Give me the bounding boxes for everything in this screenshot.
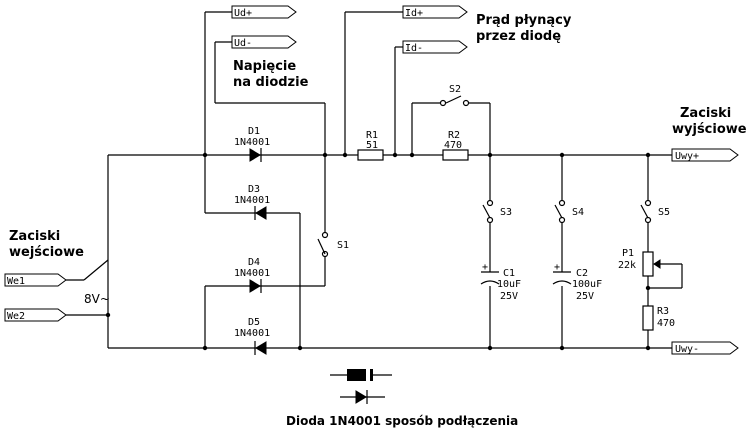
- diode-d5: D5 1N4001: [234, 317, 270, 355]
- c1-value: 10uF: [497, 279, 521, 290]
- s2-label: S2: [449, 84, 461, 95]
- c2-voltage: 25V: [576, 291, 594, 302]
- junction-dots: [105, 152, 651, 351]
- port-id-minus: Id-: [402, 40, 468, 54]
- port-id-plus: Id+: [402, 5, 468, 19]
- port-uwy-minus: Uwy-: [671, 341, 739, 355]
- diode-d3: D3 1N4001: [234, 184, 270, 220]
- s4-label: S4: [572, 207, 584, 218]
- r3-value: 470: [657, 318, 675, 329]
- port-uwy-plus: Uwy+: [671, 148, 739, 162]
- input-annotation-line1: Zaciski: [9, 229, 60, 244]
- s5-label: S5: [658, 207, 670, 218]
- voltage-annotation-line2: na diodzie: [233, 75, 309, 90]
- resistor-r3: R3 470: [642, 305, 675, 331]
- p1-value: 22k: [618, 260, 636, 271]
- r3-ref: R3: [657, 306, 669, 317]
- output-annotation-line2: wyjściowe: [672, 122, 747, 137]
- port-we1-label: We1: [7, 276, 25, 287]
- d1-ref: D1: [248, 126, 260, 137]
- d4-value: 1N4001: [234, 268, 270, 279]
- c2-value: 100uF: [572, 279, 602, 290]
- d3-value: 1N4001: [234, 195, 270, 206]
- switch-s4: S4: [554, 199, 584, 224]
- capacitor-c1: + C1 10uF 25V: [480, 262, 521, 302]
- current-annotation-line1: Prąd płynący: [476, 13, 572, 28]
- input-annotation-line2: wejściowe: [9, 245, 84, 260]
- r2-ref: R2: [448, 130, 460, 141]
- switch-s3: S3: [482, 199, 512, 224]
- c2-plus-sign: +: [554, 262, 560, 273]
- d1-value: 1N4001: [234, 137, 270, 148]
- resistor-r2: R2 470: [430, 130, 469, 161]
- port-uwy-minus-label: Uwy-: [675, 344, 699, 355]
- d3-ref: D3: [248, 184, 260, 195]
- switch-s2: S2: [439, 84, 470, 107]
- output-annotation-line1: Zaciski: [680, 106, 731, 121]
- diode-connection-caption: Dioda 1N4001 sposób podłączenia: [286, 414, 518, 428]
- r1-ref: R1: [366, 130, 378, 141]
- port-ud-plus: Ud+: [231, 5, 297, 19]
- wires: [66, 11, 683, 349]
- d4-ref: D4: [248, 257, 260, 268]
- voltage-annotation-line1: Napięcie: [233, 59, 296, 74]
- c2-ref: C2: [576, 268, 588, 279]
- s3-label: S3: [500, 207, 512, 218]
- port-we2: We2: [4, 308, 67, 322]
- port-uwy-plus-label: Uwy+: [675, 151, 699, 162]
- switch-s1: S1: [317, 231, 349, 258]
- r2-value: 470: [444, 140, 462, 151]
- c1-voltage: 25V: [500, 291, 518, 302]
- d5-ref: D5: [248, 317, 260, 328]
- port-we1: We1: [4, 273, 67, 287]
- resistor-r1: R1 51: [345, 130, 384, 161]
- capacitor-c2: + C2 100uF 25V: [552, 262, 602, 302]
- diode-d4: D4 1N4001: [234, 257, 270, 293]
- c1-ref: C1: [503, 268, 515, 279]
- diode-symbol-illustration: [340, 390, 385, 404]
- port-id-minus-label: Id-: [405, 43, 423, 54]
- port-ud-plus-label: Ud+: [234, 8, 252, 19]
- diode-d1: D1 1N4001: [234, 126, 270, 162]
- supply-voltage-label: 8V~: [84, 292, 110, 306]
- port-id-plus-label: Id+: [405, 8, 423, 19]
- diode-package-illustration: [330, 369, 392, 381]
- potentiometer-p1: P1 22k: [618, 248, 661, 277]
- p1-ref: P1: [622, 248, 634, 259]
- port-ud-minus: Ud-: [231, 35, 297, 49]
- port-ud-minus-label: Ud-: [234, 38, 252, 49]
- port-we2-label: We2: [7, 311, 25, 322]
- switch-s5: S5: [640, 199, 670, 224]
- c1-plus-sign: +: [482, 262, 488, 273]
- current-annotation-line2: przez diodę: [476, 29, 561, 44]
- r1-value: 51: [366, 140, 378, 151]
- s1-label: S1: [337, 240, 349, 251]
- d5-value: 1N4001: [234, 328, 270, 339]
